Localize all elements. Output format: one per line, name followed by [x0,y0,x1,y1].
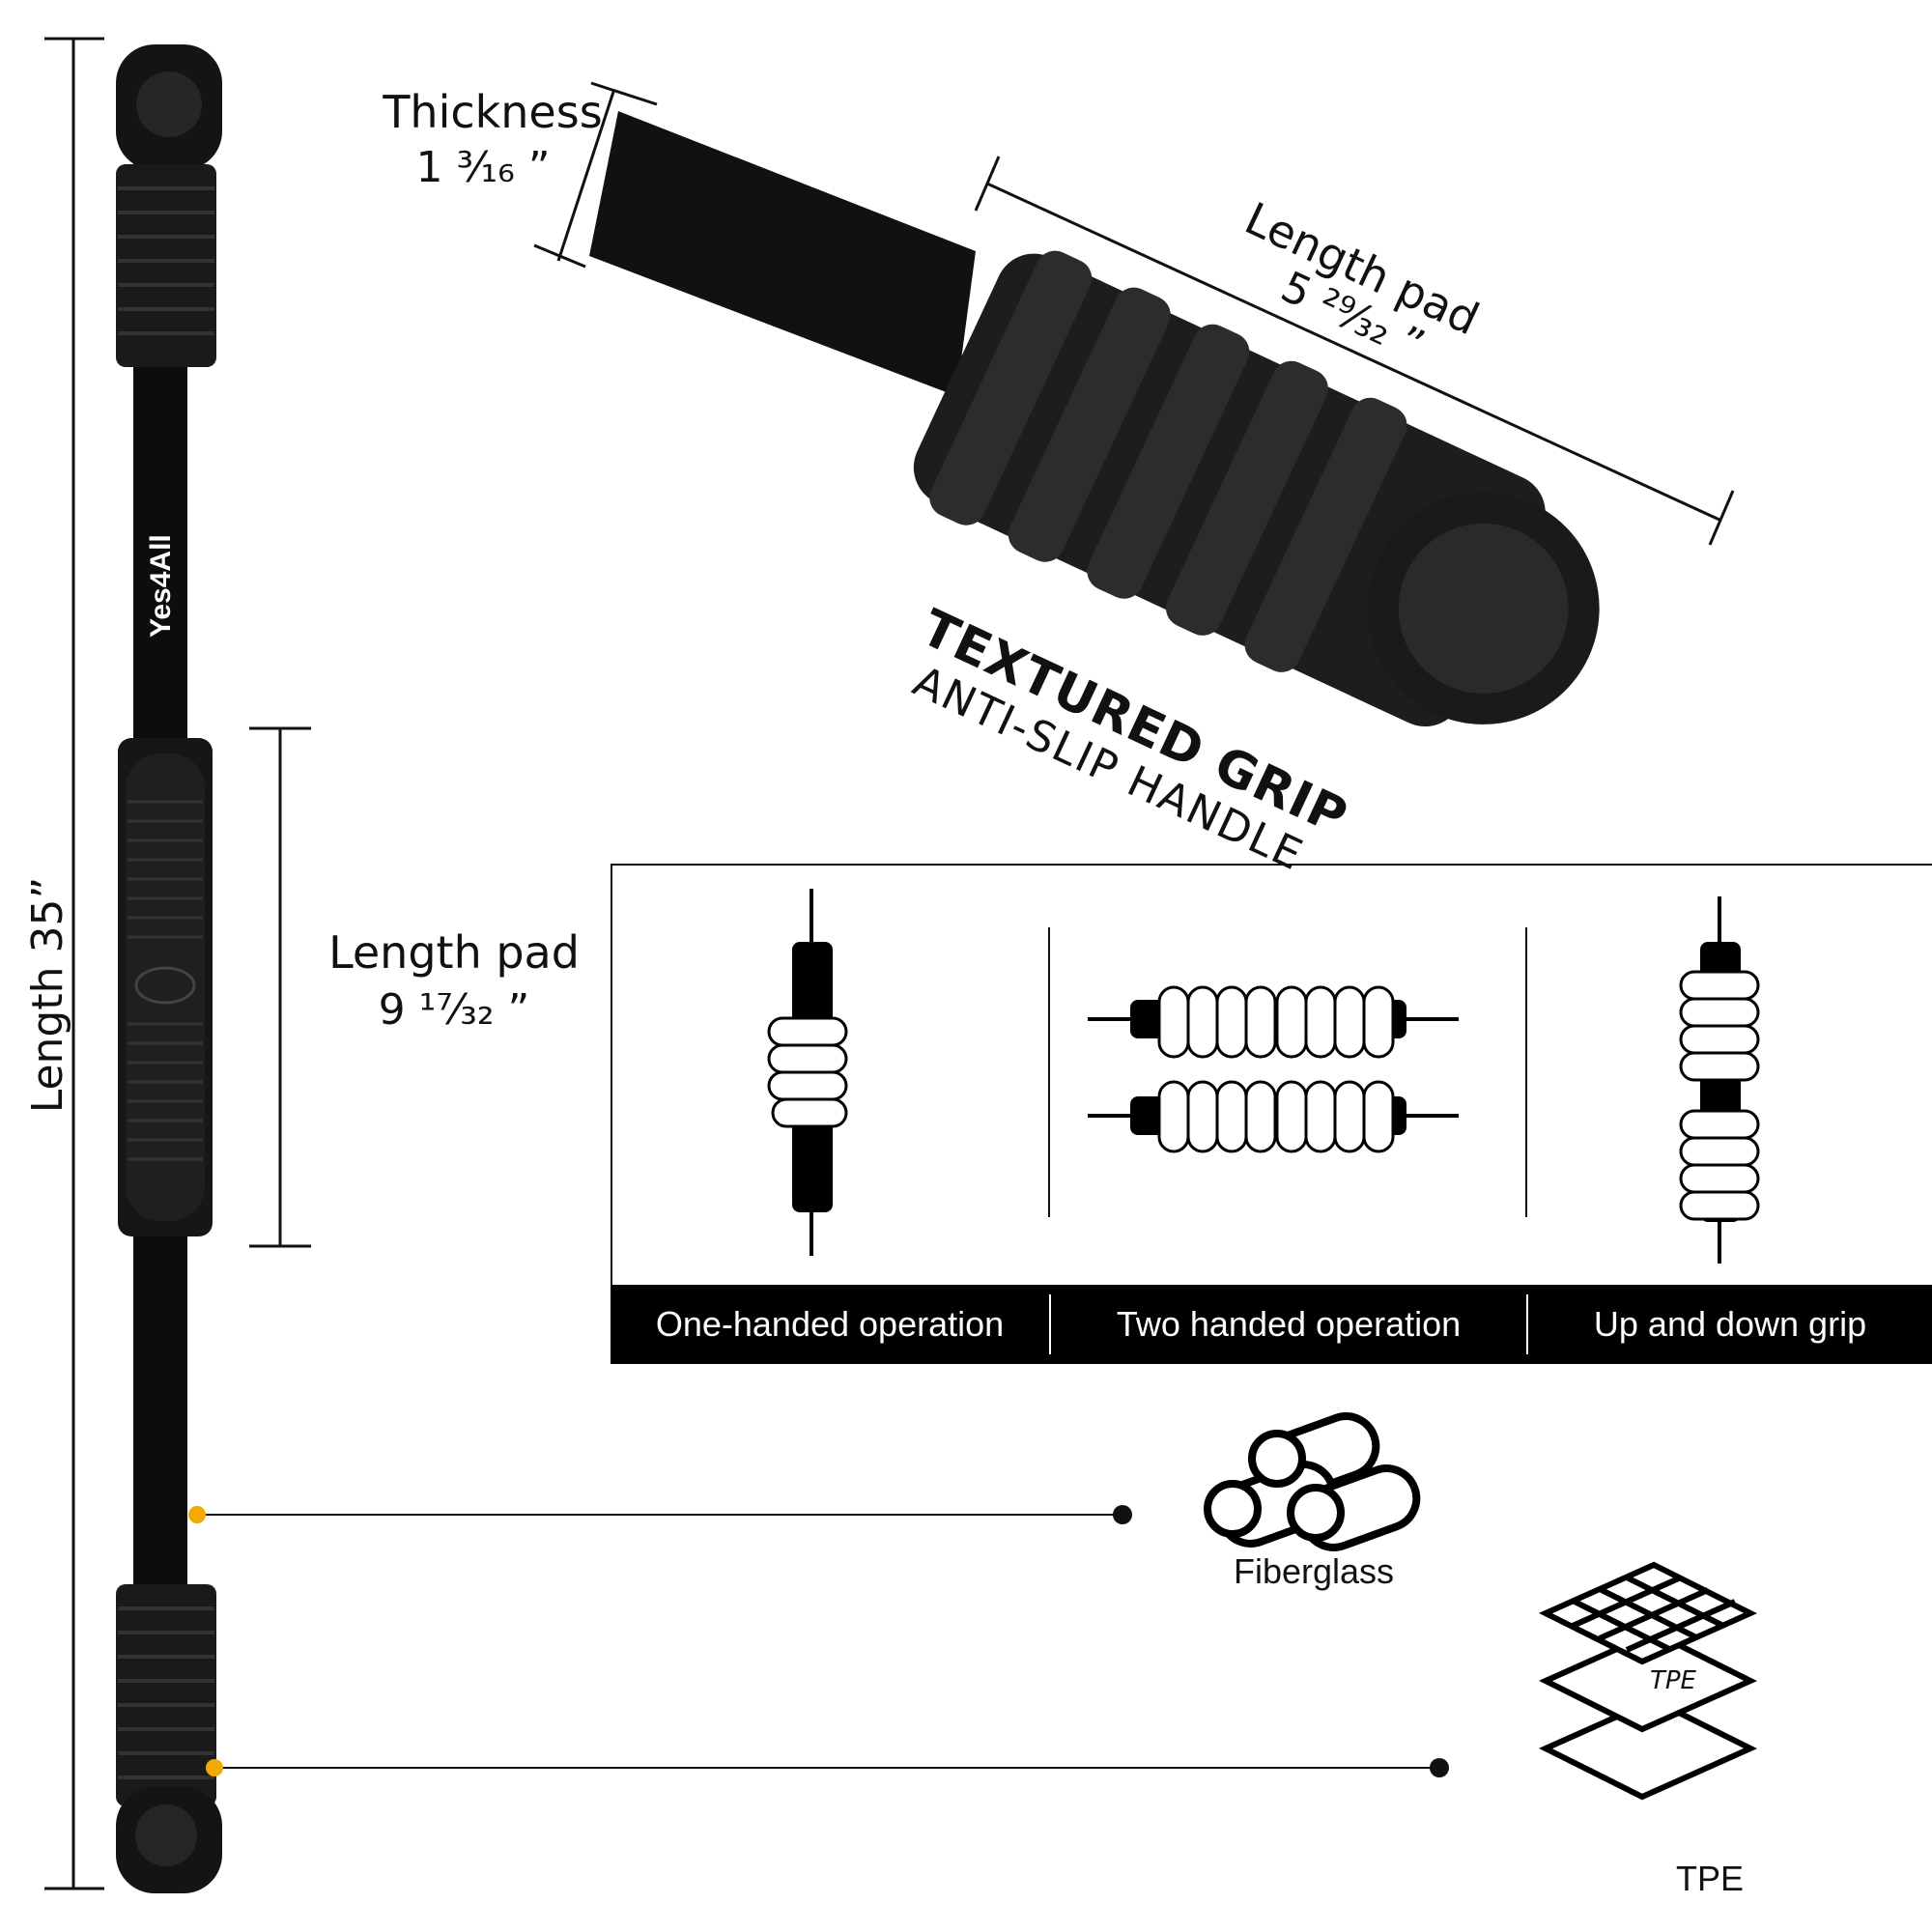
operation-label-up-down: Up and down grip [1593,1304,1867,1344]
thickness-value: 1 ³⁄₁₆ ” [415,143,551,192]
thickness-dimension [533,81,658,269]
up-down-grip-icon [1679,896,1760,1264]
thickness-label: Thickness [383,86,603,138]
operations-dividers [1048,927,1527,1217]
pad-length-dimension [249,726,311,1248]
operation-label-divider [1049,1294,1051,1354]
pad-length-label: Length pad [328,926,580,979]
fiberglass-rods-icon [1204,1412,1421,1551]
operations-label-bar [611,1285,1932,1364]
total-length-dimension [44,37,104,1890]
one-hand-grip-icon [767,889,848,1256]
tpe-layer-label: TPE [1650,1666,1697,1695]
two-hand-grip-icon [1088,985,1459,1153]
operation-label-divider [1526,1294,1528,1354]
twister-bar: Yes4All [116,44,222,1893]
brand-logo: Yes4All [145,534,177,638]
handle-closeup [589,111,1600,727]
tpe-layers-icon: TPE [1538,1561,1758,1801]
operation-label-one-handed: One-handed operation [655,1304,1005,1344]
operation-label-two-handed: Two handed operation [1116,1304,1462,1344]
tpe-label: TPE [1675,1859,1744,1898]
tpe-callout [206,1758,1449,1777]
fiberglass-callout [188,1505,1132,1524]
pad-length-value: 9 ¹⁷⁄₃₂ ” [378,985,530,1035]
fiberglass-label: Fiberglass [1233,1551,1395,1591]
closeup-pad-dimension [974,156,1735,546]
total-length-label: Length 35” [23,876,72,1114]
